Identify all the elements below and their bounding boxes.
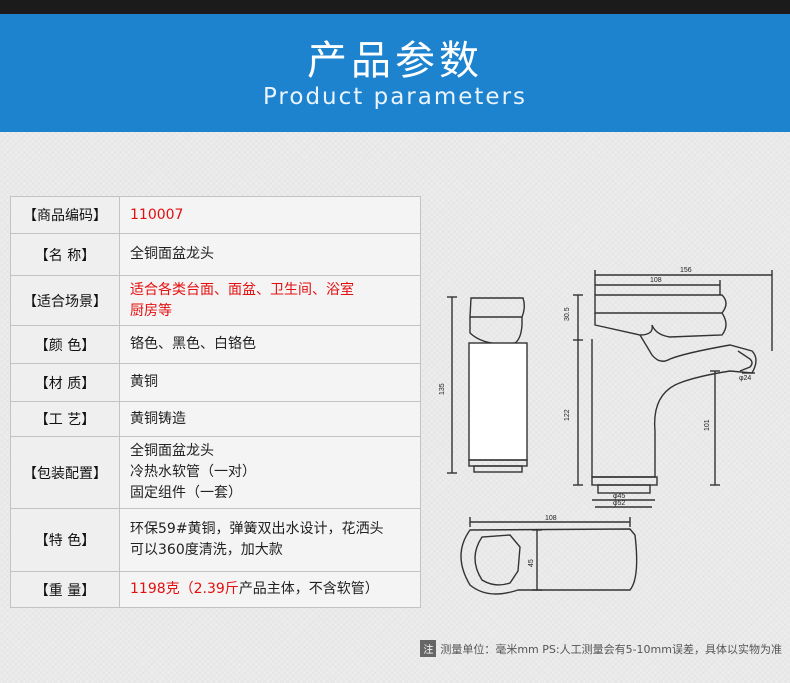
dim-spout-length: 108 bbox=[650, 277, 662, 284]
param-value-line: 环保59#黄铜，弹簧双出水设计，花洒头 bbox=[130, 521, 384, 537]
param-value-line: 黄铜 bbox=[130, 374, 158, 390]
param-value-line: 冷热水软管（一对） bbox=[130, 464, 256, 480]
dim-body-height: 122 bbox=[564, 409, 571, 421]
param-value: 环保59#黄铜，弹簧双出水设计，花洒头可以360度清洗，加大款 bbox=[119, 508, 421, 572]
param-value-line: 可以360度清洗，加大款 bbox=[130, 542, 283, 558]
param-label: 【包装配置】 bbox=[10, 436, 120, 509]
param-value: 适合各类台面、面盆、卫生间、浴室厨房等 bbox=[119, 275, 421, 326]
dim-plan-length: 108 bbox=[545, 515, 557, 522]
param-row: 【颜 色】铬色、黑色、白铬色 bbox=[10, 325, 421, 364]
dim-top-height: 30.5 bbox=[564, 307, 571, 321]
param-label: 【适合场景】 bbox=[10, 275, 120, 326]
note-badge: 注 bbox=[420, 640, 437, 657]
param-value-line: 全铜面盆龙头 bbox=[130, 443, 214, 459]
param-value: 黄铜 bbox=[119, 363, 421, 402]
param-value: 全铜面盆龙头冷热水软管（一对） 固定组件（一套） bbox=[119, 436, 421, 509]
param-value-line: 固定组件（一套） bbox=[130, 485, 242, 501]
dim-base-dia-outer: φ52 bbox=[613, 500, 625, 507]
dim-plan-width: 45 bbox=[528, 559, 535, 567]
top-bar bbox=[0, 0, 790, 14]
note-text: 测量单位：毫米mm PS:人工测量会有5-10mm误差，具体以实物为准 bbox=[440, 642, 782, 656]
param-label: 【名 称】 bbox=[10, 233, 120, 276]
param-value-line: 110007 bbox=[130, 206, 184, 223]
param-label: 【材 质】 bbox=[10, 363, 120, 402]
param-value-line: 1198克（2.39斤产品主体，不含软管） bbox=[130, 581, 379, 597]
side-view-drawing bbox=[447, 296, 528, 474]
param-label: 【工 艺】 bbox=[10, 401, 120, 437]
page-title: 产品参数 bbox=[307, 38, 483, 84]
param-value: 110007 bbox=[119, 196, 421, 234]
param-label: 【颜 色】 bbox=[10, 325, 120, 364]
param-row: 【工 艺】黄铜铸造 bbox=[10, 401, 421, 437]
plan-view-drawing bbox=[460, 517, 638, 595]
param-value: 铬色、黑色、白铬色 bbox=[119, 325, 421, 364]
dim-outlet-height: 101 bbox=[704, 419, 711, 431]
param-value-line: 全铜面盆龙头 bbox=[130, 246, 214, 262]
param-row: 【名 称】全铜面盆龙头 bbox=[10, 233, 421, 276]
param-label: 【商品编码】 bbox=[10, 196, 120, 234]
param-label: 【特 色】 bbox=[10, 508, 120, 572]
param-value-line: 适合各类台面、面盆、卫生间、浴室 bbox=[130, 281, 354, 298]
header-banner: 产品参数 Product parameters bbox=[0, 14, 790, 132]
param-value: 黄铜铸造 bbox=[119, 401, 421, 437]
param-row: 【商品编码】 110007 bbox=[10, 196, 421, 234]
param-row: 【适合场景】适合各类台面、面盆、卫生间、浴室厨房等 bbox=[10, 275, 421, 326]
page-subtitle: Product parameters bbox=[262, 84, 528, 110]
dim-side-height: 135 bbox=[439, 383, 446, 395]
faucet-drawings: 156 108 30.5 135 122 101 φ24 φ45 φ52 108… bbox=[439, 267, 773, 595]
param-row: 【材 质】黄铜 bbox=[10, 363, 421, 402]
param-value-line: 黄铜铸造 bbox=[130, 410, 186, 427]
param-value-line: 厨房等 bbox=[130, 302, 172, 319]
front-view-drawing bbox=[573, 270, 773, 508]
measurement-note: 注 测量单位：毫米mm PS:人工测量会有5-10mm误差，具体以实物为准 bbox=[420, 640, 782, 657]
param-value-line: 铬色、黑色、白铬色 bbox=[130, 336, 256, 352]
dim-outlet-dia: φ24 bbox=[739, 375, 751, 382]
params-table: 【商品编码】110007【名 称】全铜面盆龙头【适合场景】适合各类台面、面盆、卫… bbox=[10, 196, 421, 608]
param-row: 【包装配置】全铜面盆龙头冷热水软管（一对） 固定组件（一套） bbox=[10, 436, 421, 509]
param-row: 【特 色】环保59#黄铜，弹簧双出水设计，花洒头可以360度清洗，加大款 bbox=[10, 508, 421, 572]
param-value: 1198克（2.39斤产品主体，不含软管） bbox=[119, 571, 421, 608]
dim-top-width: 156 bbox=[680, 267, 692, 274]
dim-base-dia-inner: φ45 bbox=[613, 493, 625, 500]
param-row: 【重 量】 1198克（2.39斤产品主体，不含软管） bbox=[10, 571, 421, 608]
param-label: 【重 量】 bbox=[10, 571, 120, 608]
param-value: 全铜面盆龙头 bbox=[119, 233, 421, 276]
